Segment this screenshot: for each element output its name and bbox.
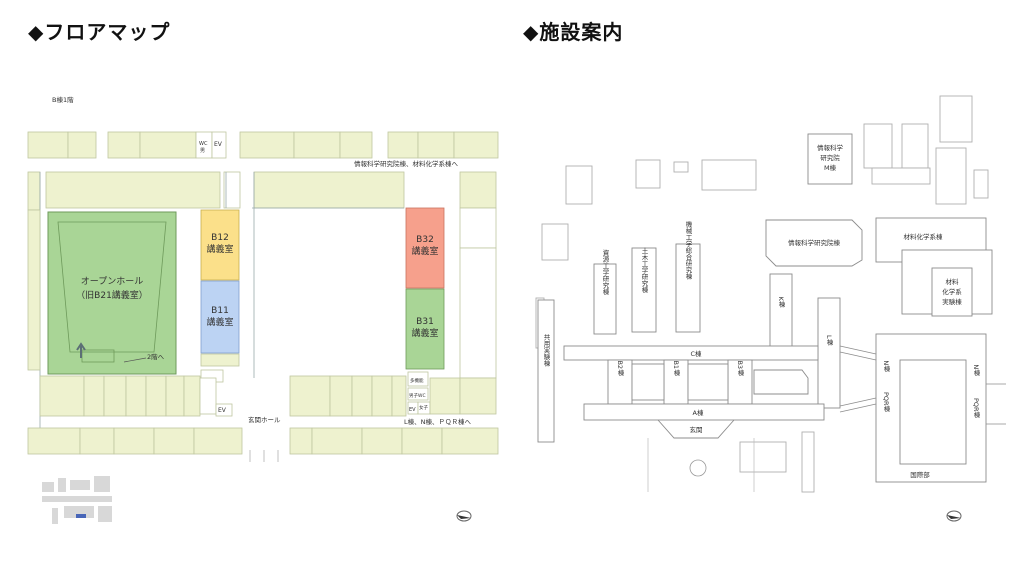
room-b12 [200,209,240,281]
entrance-hall-label: 玄関ホール [248,415,281,424]
a-building-label: A棟 [693,408,704,417]
pqr-right-label: PQR棟 [972,398,980,419]
b3-building-label: B3棟 [736,360,744,376]
open-hall-label: オープンホール [81,276,143,287]
room-b31-name: 講義室 [411,327,438,339]
info-m-line1: 情報科学 [817,143,844,152]
k-building-label: K棟 [777,297,785,309]
ev-label-top: EV [214,141,223,148]
compass-icon [456,510,472,522]
compass-icon-campus [946,510,962,522]
material-lab-line3: 実験棟 [942,297,962,306]
l-building-label: L棟 [825,335,833,346]
shared-lab-label: 共用実験棟 [542,332,550,367]
room-b31 [405,288,445,370]
info-m-line2: 研究院 [820,153,840,162]
b2-building-label: B2棟 [616,360,624,376]
room-b32-name: 講義室 [411,245,438,257]
c-building-label: C棟 [690,349,702,358]
floor-map: B棟1階 WC 男 EV 情報科学研究院棟、材料化学系棟へ オープンホール （旧… [27,95,499,524]
room-b32-code: B32 [416,235,434,245]
room-b31-code: B31 [416,317,434,327]
mini-map-thumbnail [42,476,112,524]
open-hall-sublabel: （旧B21講義室） [76,289,148,301]
wc-accessible-label: 多機能 [410,377,424,384]
n-right-label: N棟 [972,364,980,377]
wc-men-label: 男子WC [409,392,426,399]
intl-office-label: 国際部 [910,470,930,479]
info-building-label: 情報科学研究院棟 [788,238,841,247]
info-m-line3: M棟 [824,163,837,172]
room-b12-name: 講義室 [206,243,233,255]
ev-label-bottom-left: EV [218,407,227,414]
material-building-label: 材料化学系棟 [904,232,944,241]
wc-women-label: 女子 [419,404,428,411]
ev-label-bottom-right: EV [409,407,416,413]
room-b11-name: 講義室 [206,316,233,328]
campus-map: 情報科学 研究院 M棟 情報科学研究院棟 材料化学系棟 材料 化学系 実験棟 土… [535,95,1006,522]
to-south-label: L棟、N棟、ＰＱＲ棟へ [404,417,471,426]
material-lab-line1: 材料 [946,277,960,286]
pqr-left-label: PQR棟 [882,392,890,413]
floor-map-heading: ◆フロアマップ [28,20,171,44]
mech-building-label: 機械工学総合研究棟 [684,219,692,280]
resource-building-label: 資源工学研究棟 [601,248,609,296]
to-north-label: 情報科学研究院棟、材料化学系棟へ [354,159,459,168]
entrance-label: 玄関 [690,425,703,434]
b1-building-label: B1棟 [672,360,680,376]
room-b32 [405,207,445,289]
wc-male-label: 男 [200,148,205,154]
room-b11 [200,280,240,354]
civil-building-label: 土木工学研究棟 [640,246,648,294]
facility-guide-heading: ◆施設案内 [523,20,624,44]
floor-label: B棟1階 [52,95,74,104]
room-b12-code: B12 [211,233,229,243]
material-lab-line2: 化学系 [942,287,962,296]
wc-label-top: WC [199,141,208,147]
room-b11-code: B11 [211,306,229,316]
n-left-label: N棟 [882,360,890,373]
stairs-note: 2階へ [147,352,165,361]
